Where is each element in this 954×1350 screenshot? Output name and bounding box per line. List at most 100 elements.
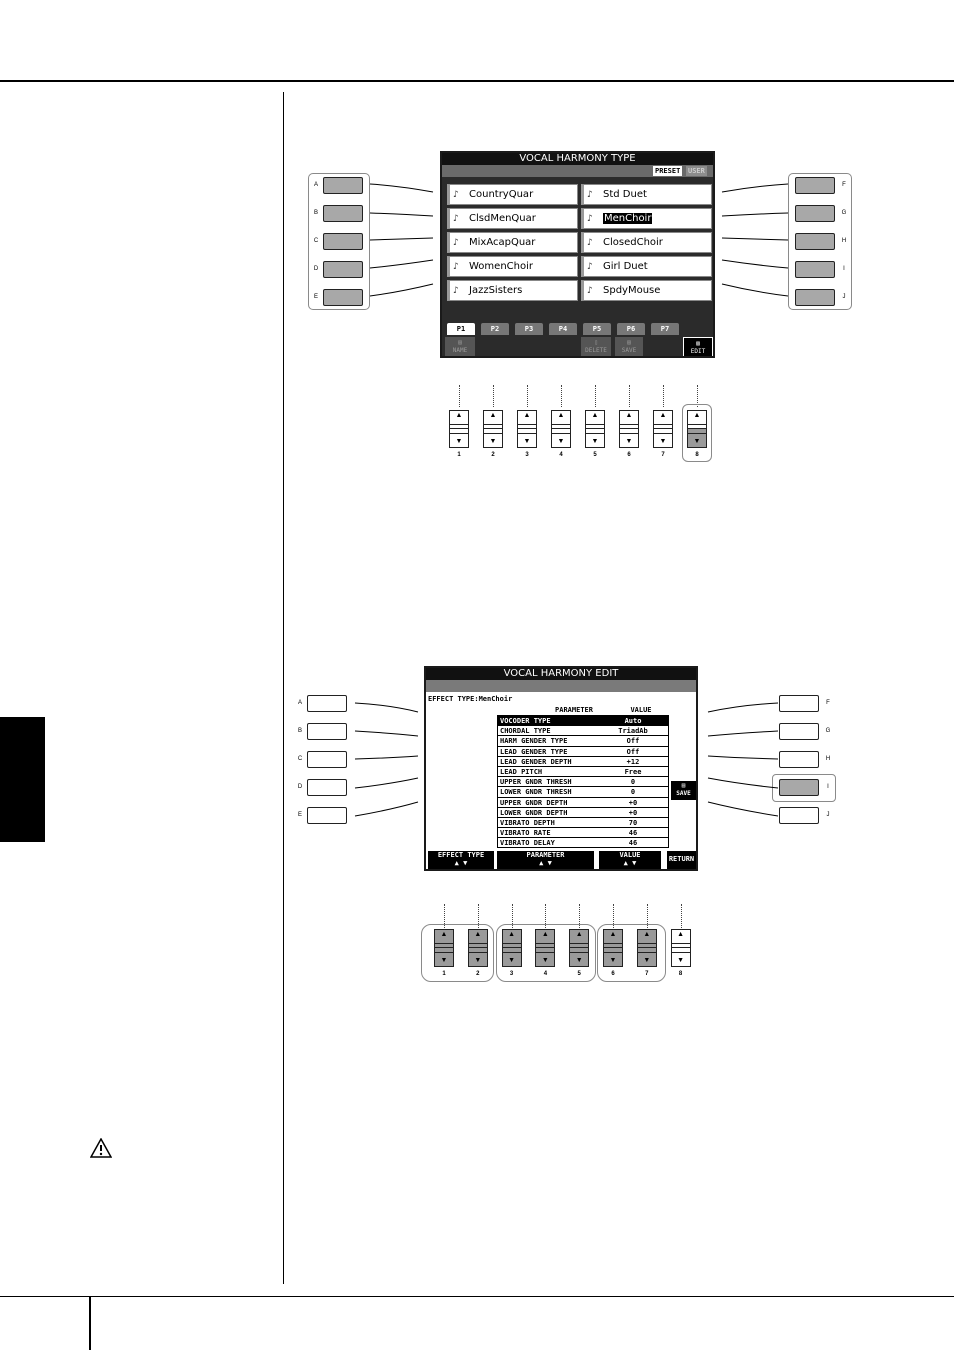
voice-item[interactable]: ♪SpdyMouse	[581, 280, 712, 301]
button-g[interactable]	[779, 723, 819, 740]
button-j[interactable]	[795, 289, 835, 306]
button-f[interactable]	[795, 177, 835, 194]
button-i[interactable]	[779, 779, 819, 796]
down-arrow-icon[interactable]: ▼	[523, 438, 531, 445]
voice-item[interactable]: ♪ClosedChoir	[581, 232, 712, 253]
number-button-3[interactable]: ▲▼	[517, 410, 537, 448]
voice-item[interactable]: ♪Std Duet	[581, 184, 712, 205]
up-arrow-icon[interactable]: ▲	[557, 412, 565, 419]
up-arrow-icon[interactable]: ▲	[489, 412, 497, 419]
button-d[interactable]	[323, 261, 363, 278]
delete-function[interactable]: ▯DELETE	[581, 337, 611, 356]
number-button-1[interactable]: ▲▼	[449, 410, 469, 448]
parameter-row[interactable]: LOWER GNDR DEPTH+0	[498, 808, 668, 818]
number-button-8[interactable]: ▲▼	[687, 410, 707, 448]
number-button-6[interactable]: ▲▼	[603, 929, 623, 967]
effect-type-softkey[interactable]: EFFECT TYPE▲ ▼	[428, 851, 494, 869]
down-arrow-icon[interactable]: ▼	[643, 957, 651, 964]
save-softkey[interactable]: ▤SAVE	[671, 781, 696, 800]
down-arrow-icon[interactable]: ▼	[659, 438, 667, 445]
voice-item[interactable]: ♪JazzSisters	[447, 280, 578, 301]
page-tab-p2[interactable]: P2	[481, 323, 509, 335]
down-arrow-icon[interactable]: ▼	[508, 957, 516, 964]
number-button-6[interactable]: ▲▼	[619, 410, 639, 448]
down-arrow-icon[interactable]: ▼	[440, 957, 448, 964]
number-button-4[interactable]: ▲▼	[535, 929, 556, 967]
up-arrow-icon[interactable]: ▲	[693, 412, 701, 419]
number-button-5[interactable]: ▲▼	[585, 410, 605, 448]
tab-preset[interactable]: PRESET	[653, 166, 683, 176]
number-button-4[interactable]: ▲▼	[551, 410, 571, 448]
voice-item[interactable]: ♪ClsdMenQuar	[447, 208, 578, 229]
voice-item[interactable]: ♪MixAcapQuar	[447, 232, 578, 253]
number-button-2[interactable]: ▲▼	[483, 410, 503, 448]
button-h[interactable]	[779, 751, 819, 768]
up-arrow-icon[interactable]: ▲	[625, 412, 633, 419]
down-arrow-icon[interactable]: ▼	[489, 438, 497, 445]
up-arrow-icon[interactable]: ▲	[609, 931, 617, 938]
up-arrow-icon[interactable]: ▲	[455, 412, 463, 419]
up-arrow-icon[interactable]: ▲	[541, 931, 549, 938]
down-arrow-icon[interactable]: ▼	[575, 957, 583, 964]
save-function[interactable]: ▤SAVE	[615, 337, 643, 356]
button-h[interactable]	[795, 233, 835, 250]
edit-function[interactable]: ▧EDIT	[683, 337, 713, 356]
parameter-row[interactable]: LEAD GENDER DEPTH+12	[498, 757, 668, 767]
page-tab-p5[interactable]: P5	[583, 323, 611, 335]
down-arrow-icon[interactable]: ▼	[557, 438, 565, 445]
page-tab-p4[interactable]: P4	[549, 323, 577, 335]
up-arrow-icon[interactable]: ▲	[575, 931, 583, 938]
button-a[interactable]	[307, 695, 347, 712]
down-arrow-icon[interactable]: ▼	[474, 957, 482, 964]
value-softkey[interactable]: VALUE▲ ▼	[599, 851, 661, 869]
up-arrow-icon[interactable]: ▲	[523, 412, 531, 419]
up-arrow-icon[interactable]: ▲	[508, 931, 516, 938]
button-i[interactable]	[795, 261, 835, 278]
number-button-7[interactable]: ▲▼	[636, 929, 657, 967]
button-b[interactable]	[307, 723, 347, 740]
number-button-7[interactable]: ▲▼	[653, 410, 673, 448]
number-button-8[interactable]: ▲▼	[670, 929, 691, 967]
number-button-5[interactable]: ▲▼	[569, 929, 590, 967]
tab-user[interactable]: USER	[686, 166, 707, 176]
down-arrow-icon[interactable]: ▼	[625, 438, 633, 445]
button-b[interactable]	[323, 205, 363, 222]
parameter-row[interactable]: UPPER GNDR DEPTH+0	[498, 798, 668, 808]
parameter-softkey[interactable]: PARAMETER▲ ▼	[497, 851, 594, 869]
button-e[interactable]	[307, 807, 347, 824]
button-g[interactable]	[795, 205, 835, 222]
page-tab-p6[interactable]: P6	[617, 323, 645, 335]
up-arrow-icon[interactable]: ▲	[591, 412, 599, 419]
page-tab-p1[interactable]: P1	[447, 323, 475, 335]
number-button-2[interactable]: ▲▼	[467, 929, 488, 967]
down-arrow-icon[interactable]: ▼	[693, 438, 701, 445]
return-softkey[interactable]: RETURN	[667, 851, 696, 869]
name-function[interactable]: ▤NAME	[445, 337, 475, 356]
page-tab-p3[interactable]: P3	[515, 323, 543, 335]
number-button-1[interactable]: ▲▼	[434, 929, 454, 967]
down-arrow-icon[interactable]: ▼	[455, 438, 463, 445]
voice-item[interactable]: ♪CountryQuar	[447, 184, 578, 205]
button-f[interactable]	[779, 695, 819, 712]
up-arrow-icon[interactable]: ▲	[440, 931, 448, 938]
button-c[interactable]	[323, 233, 363, 250]
button-d[interactable]	[307, 779, 347, 796]
number-button-3[interactable]: ▲▼	[501, 929, 522, 967]
voice-item[interactable]: ♪Girl Duet	[581, 256, 712, 277]
down-arrow-icon[interactable]: ▼	[541, 957, 549, 964]
page-tab-p7[interactable]: P7	[651, 323, 679, 335]
up-arrow-icon[interactable]: ▲	[659, 412, 667, 419]
down-arrow-icon[interactable]: ▼	[591, 438, 599, 445]
up-arrow-icon[interactable]: ▲	[643, 931, 651, 938]
down-arrow-icon[interactable]: ▼	[677, 957, 685, 964]
